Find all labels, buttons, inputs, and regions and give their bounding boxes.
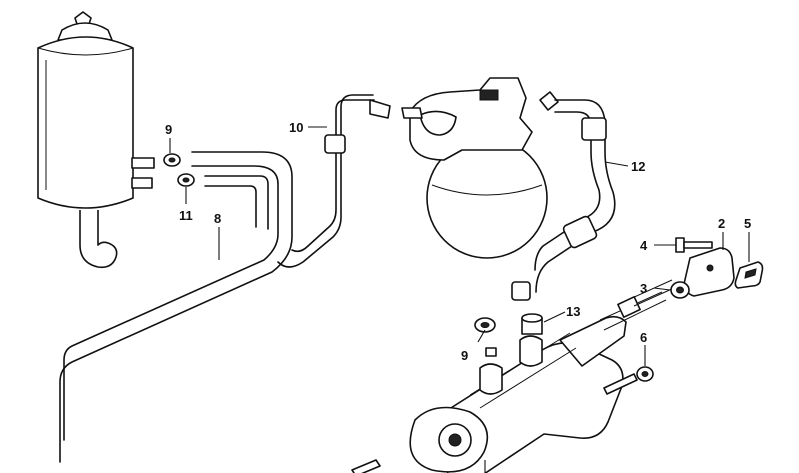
retaining-clip (734, 261, 764, 289)
callout-labels: 9 11 8 10 12 2 5 4 3 13 9 6 (165, 120, 751, 363)
callout-4: 4 (640, 238, 648, 253)
nut-6 (636, 366, 654, 382)
hydraulic-servo-unit (409, 291, 667, 473)
push-rod (631, 279, 675, 307)
callout-11: 11 (179, 208, 193, 223)
bolt-lower-left (351, 459, 381, 473)
hose-12 (511, 91, 616, 301)
bolt-right (603, 373, 638, 395)
callout-6: 6 (640, 330, 647, 345)
nut-3 (670, 281, 690, 299)
fitting-13 (521, 313, 543, 335)
leader-lines (169, 126, 750, 473)
callout-9-lower: 9 (461, 348, 468, 363)
callout-12: 12 (631, 159, 645, 174)
fluid-reservoir (37, 11, 155, 269)
callout-10: 10 (289, 120, 303, 135)
hose-clamp-upper (163, 153, 181, 167)
clevis-fork (683, 247, 735, 297)
bolt-4 (675, 237, 713, 253)
hose-clamp-9-lower (474, 317, 496, 333)
pressure-accumulator (401, 77, 548, 259)
callout-9: 9 (165, 122, 172, 137)
callout-8: 8 (214, 211, 221, 226)
hose-10 (277, 94, 391, 268)
callout-5: 5 (744, 216, 751, 231)
callout-3: 3 (640, 281, 647, 296)
hose-clamp-lower (177, 173, 195, 187)
callout-2: 2 (718, 216, 725, 231)
callout-13: 13 (566, 304, 580, 319)
hose-assembly-8 (59, 151, 293, 463)
